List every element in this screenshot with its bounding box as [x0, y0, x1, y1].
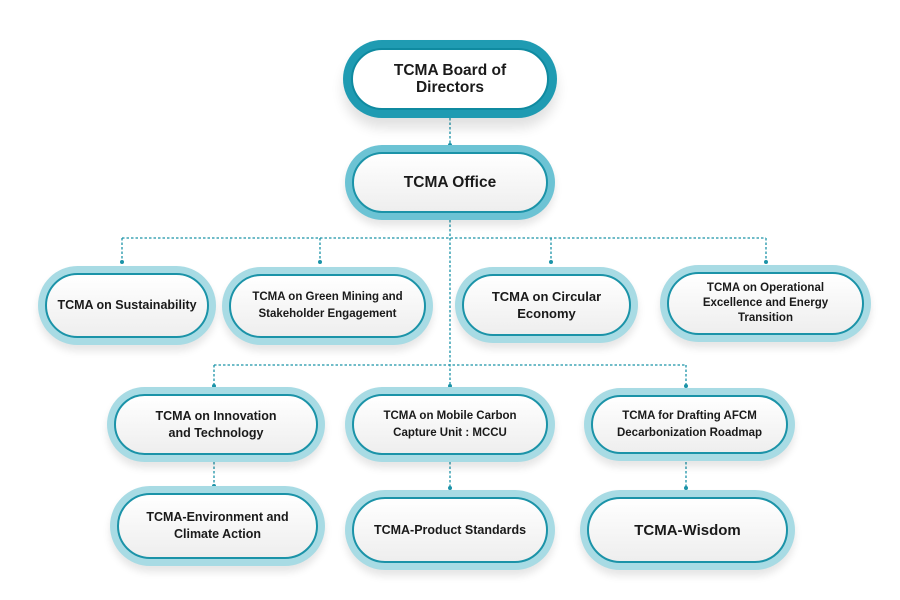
node-office: TCMA Office [345, 145, 555, 220]
node-product-standards: TCMA-Product Standards [345, 490, 555, 570]
node-label: TCMA on Innovation and Technology [155, 408, 277, 440]
node-label: TCMA on Operational Excellence and Energ… [702, 282, 829, 324]
node-mobile-carbon-capture: TCMA on Mobile Carbon Capture Unit : MCC… [345, 387, 555, 462]
connector-dot [764, 260, 768, 264]
node-label: TCMA for Drafting AFCM Decarbonization R… [616, 409, 763, 439]
node-label: TCMA on Sustainability [57, 298, 197, 312]
node-label: TCMA on Mobile Carbon Capture Unit : MCC… [383, 409, 517, 439]
node-innovation-technology: TCMA on Innovation and Technology [107, 387, 325, 462]
connector-dot [318, 260, 322, 264]
node-label: TCMA Board of Directors [393, 62, 507, 96]
node-wisdom: TCMA-Wisdom [580, 490, 795, 570]
node-label: TCMA-Wisdom [634, 521, 741, 539]
node-label: TCMA on Circular Economy [491, 289, 602, 321]
node-label: TCMA on Green Mining and Stakeholder Eng… [252, 291, 403, 320]
node-board-of-directors: TCMA Board of Directors [343, 40, 557, 118]
node-afcm-roadmap: TCMA for Drafting AFCM Decarbonization R… [584, 388, 795, 461]
node-sustainability: TCMA on Sustainability [38, 266, 216, 345]
node-green-mining: TCMA on Green Mining and Stakeholder Eng… [222, 267, 433, 345]
connector-dot [120, 260, 124, 264]
connector-dot [684, 384, 688, 388]
connector-dot [549, 260, 553, 264]
node-environment-climate: TCMA-Environment and Climate Action [110, 486, 325, 566]
node-label: TCMA Office [403, 174, 497, 191]
connector-dot [448, 486, 452, 490]
node-operational-excellence: TCMA on Operational Excellence and Energ… [660, 265, 871, 342]
node-circular-economy: TCMA on Circular Economy [455, 267, 638, 343]
node-label: TCMA-Environment and Climate Action [146, 510, 289, 541]
node-label: TCMA-Product Standards [373, 522, 527, 537]
connector-dot [684, 486, 688, 490]
